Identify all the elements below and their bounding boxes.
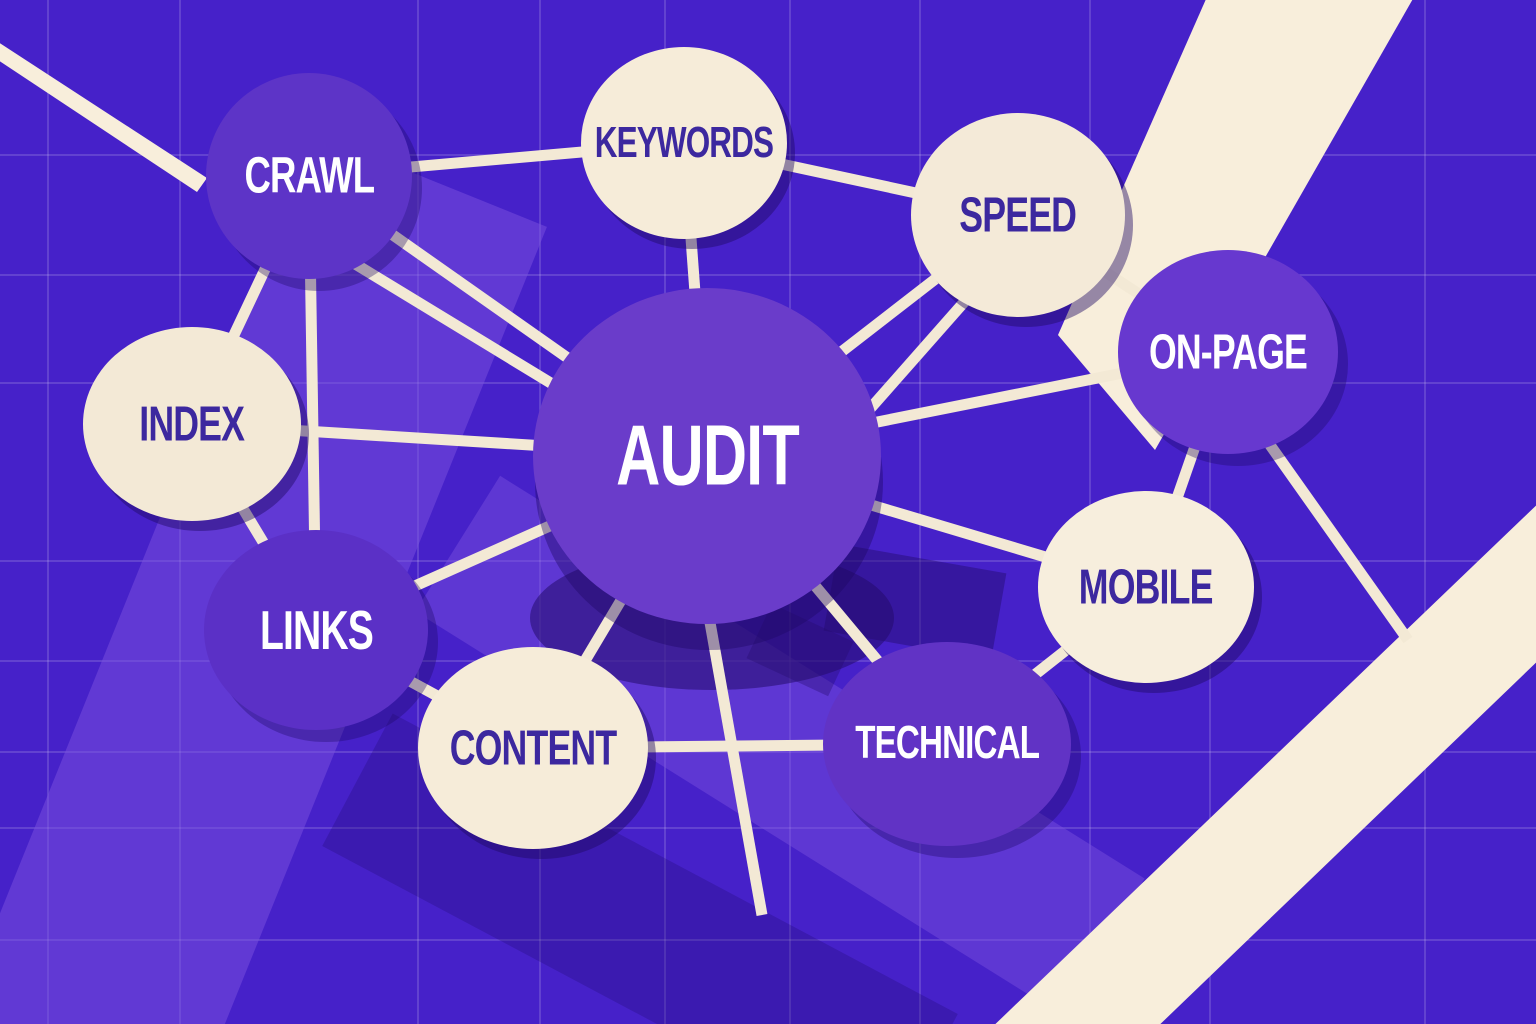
node-label-onpage: ON-PAGE [1148, 323, 1308, 380]
node-content: CONTENT [418, 647, 648, 849]
node-index: INDEX [83, 327, 301, 521]
node-label-crawl: CRAWL [244, 147, 375, 204]
diagonal-band [0, 133, 547, 1024]
dark-shadow-shape [823, 543, 1007, 661]
node-technical: TECHNICAL [823, 642, 1071, 846]
node-label-technical: TECHNICAL [855, 718, 1040, 769]
edge [700, 599, 768, 916]
cream-stripe [0, 43, 207, 192]
node-links: LINKS [204, 530, 428, 730]
node-keywords: KEYWORDS [581, 47, 787, 239]
node-label-keywords: KEYWORDS [594, 118, 774, 167]
node-onpage: ON-PAGE [1118, 250, 1338, 454]
node-label-content: CONTENT [449, 719, 617, 776]
node-audit: AUDIT [533, 288, 881, 624]
node-label-index: INDEX [139, 395, 246, 452]
node-label-speed: SPEED [959, 186, 1078, 243]
dark-shadow-shape [746, 603, 854, 697]
edge [1253, 424, 1413, 644]
node-crawl: CRAWL [206, 73, 412, 279]
node-speed: SPEED [911, 113, 1125, 317]
node-mobile: MOBILE [1038, 491, 1254, 683]
node-label-audit: AUDIT [615, 408, 800, 504]
node-label-mobile: MOBILE [1079, 558, 1214, 615]
node-label-links: LINKS [259, 599, 373, 661]
